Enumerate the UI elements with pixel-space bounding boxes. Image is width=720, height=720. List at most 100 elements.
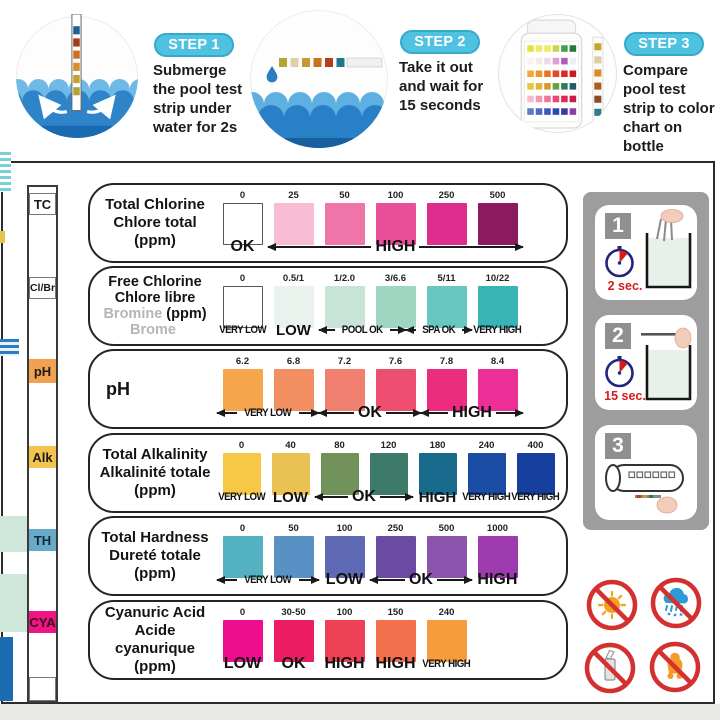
- range-labels: VERY LOW LOW POOL OK SPA OK VERY HIGH: [219, 321, 522, 339]
- stopwatch-icon: [605, 246, 634, 278]
- quick-step-number: 3: [605, 433, 633, 461]
- range-labels: VERY LOW OK HIGH: [215, 404, 524, 422]
- swatch: [273, 620, 314, 662]
- swatch: [222, 620, 263, 662]
- swatch: [516, 453, 555, 495]
- swatch: [324, 203, 365, 245]
- range-labels: VERY LOW LOW OK HIGH: [215, 571, 523, 589]
- hand-comparing-strip-icon: [635, 495, 678, 514]
- swatch-scale: 0 25 50 100 250 500: [217, 190, 523, 245]
- strip-pad-blank: [29, 677, 56, 701]
- swatch: [467, 453, 506, 495]
- swatch: [418, 453, 457, 495]
- strip-pad-alk: Alk: [29, 446, 56, 468]
- no-sunlight-icon: [585, 578, 639, 632]
- swatch: [222, 453, 261, 495]
- range-labels: OK HIGH: [217, 238, 524, 256]
- timer-label: 15 sec.: [604, 389, 646, 403]
- edge-artifact-mint: [0, 516, 27, 552]
- quick-step-3-card: 3: [595, 425, 697, 520]
- swatch: [477, 203, 518, 245]
- water-drop-icon: [266, 66, 278, 83]
- swatch: [375, 620, 416, 662]
- swatch: [426, 203, 467, 245]
- row-ph: pH 6.2 6.8 7.2 7.6 7.8 8.4 VERY LOW OK H…: [88, 349, 568, 429]
- strip-pad-th: TH: [29, 529, 56, 551]
- quick-step-1-card: 1 2 sec.: [595, 205, 697, 300]
- step-2-badge: STEP 2: [400, 30, 480, 54]
- edge-artifact-coil: [0, 152, 11, 192]
- swatch-scale: 0 40 80 120 180 240 400: [217, 440, 560, 495]
- timer-label: 2 sec.: [607, 279, 643, 293]
- swatch: [273, 536, 314, 578]
- hand-holding-strip-icon: [641, 327, 692, 349]
- swatch: [477, 286, 518, 328]
- bottle-chart-illustration: [498, 14, 617, 133]
- quick-step-number: 1: [605, 213, 633, 241]
- swatch: [426, 536, 467, 578]
- strip-pad-tc: TC: [29, 193, 56, 215]
- beaker-icon: [645, 345, 692, 401]
- swatch: [375, 203, 416, 245]
- swatch: [324, 369, 365, 411]
- edge-artifact-stripes: [0, 339, 19, 356]
- no-children-icon: [648, 640, 702, 694]
- range-labels: VERY LOW LOW OK HIGH VERY HIGH VERY HIGH: [218, 488, 560, 506]
- swatch-scale: 6.2 6.8 7.2 7.6 7.8 8.4: [217, 356, 523, 411]
- beaker-icon: [645, 233, 692, 289]
- swatch: [375, 286, 416, 328]
- swatch: [273, 203, 314, 245]
- step-3-badge: STEP 3: [624, 32, 704, 56]
- test-strip-icon: [71, 14, 82, 112]
- range-labels: LOW OK HIGH HIGH VERY HIGH: [223, 655, 471, 672]
- step-1-badge: STEP 1: [154, 33, 234, 57]
- swatch: [324, 620, 365, 662]
- strip-pad-ph: pH: [29, 359, 56, 383]
- swatch: [426, 286, 467, 328]
- swatch-scale: 0 30-50 100 150 240: [217, 607, 472, 662]
- hand-dipping-strips-icon: [656, 209, 684, 242]
- horizontal-bottle-icon: [605, 464, 684, 492]
- swatch: [324, 536, 365, 578]
- swatch: [273, 286, 314, 328]
- swatch: [369, 453, 408, 495]
- swatch: [375, 369, 416, 411]
- swatch: [426, 620, 467, 662]
- swatch: [222, 203, 263, 245]
- quick-steps-panel: 1 2 sec. 2 15 se: [583, 192, 709, 530]
- edge-artifact-dot: [0, 231, 5, 243]
- swatch: [477, 536, 518, 578]
- swatch: [222, 536, 263, 578]
- edge-artifact-blue: [0, 637, 13, 701]
- strip-pad-clbr: Cl/Br: [29, 277, 56, 299]
- horizontal-strip-icon: [279, 57, 383, 68]
- submerge-strip-illustration: [16, 14, 138, 138]
- page-bottom-band: [0, 704, 720, 720]
- swatch: [477, 369, 518, 411]
- swatch: [324, 286, 365, 328]
- swatch-scale: 0 50 100 250 500 1000: [217, 523, 523, 578]
- swatch: [375, 536, 416, 578]
- swatch: [271, 453, 310, 495]
- row-title: pH: [106, 379, 130, 399]
- swatch-scale: 0 0.5/1 1/2.0 3/6.6 5/11 10/22: [217, 273, 523, 328]
- edge-artifact-mint: [0, 574, 27, 632]
- no-rain-icon: [649, 576, 703, 630]
- quick-step-number: 2: [605, 323, 633, 351]
- bottle-icon: [520, 19, 583, 129]
- swatch: [222, 369, 263, 411]
- wait-strip-illustration: [250, 10, 388, 148]
- swatch: [222, 286, 263, 328]
- swatch: [320, 453, 359, 495]
